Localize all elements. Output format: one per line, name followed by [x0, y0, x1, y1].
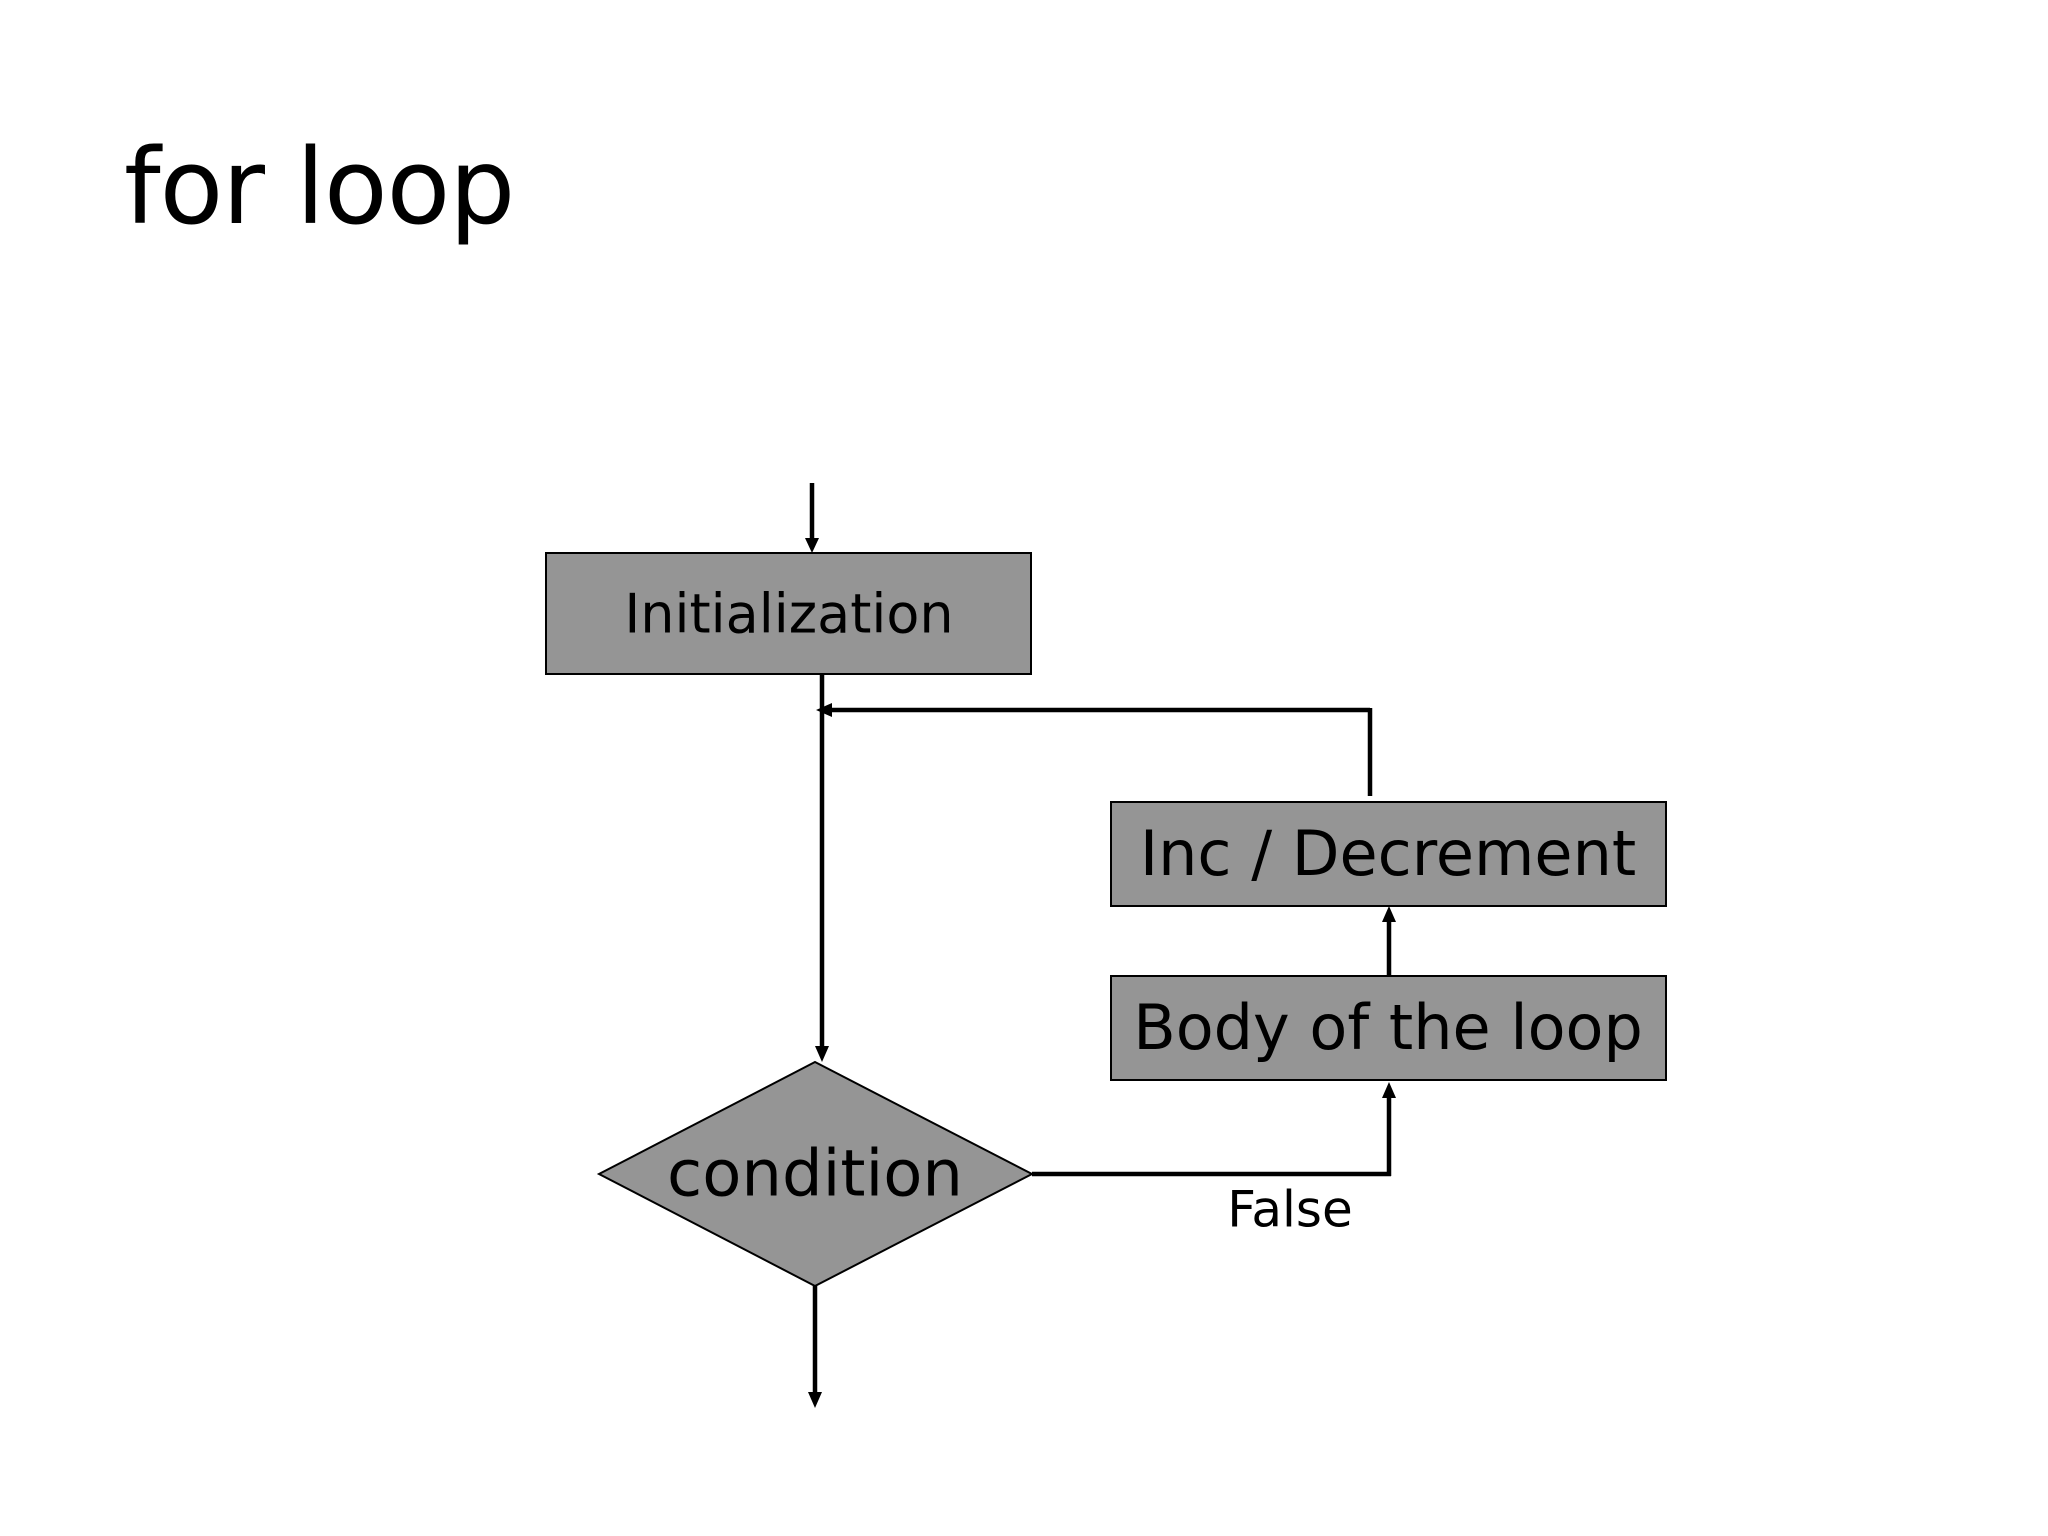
increment-node: Inc / Decrement — [1110, 801, 1667, 907]
condition-node: condition — [596, 1060, 1035, 1288]
increment-label: Inc / Decrement — [1140, 817, 1636, 890]
false-branch-label: False — [1227, 1181, 1353, 1239]
loop-back-arrow — [816, 703, 1373, 796]
slide-title: for loop — [124, 126, 515, 248]
condition-to-body-arrow — [1032, 1082, 1396, 1177]
body-to-increment-arrow — [1382, 906, 1396, 976]
init-to-condition-arrow — [815, 674, 829, 1062]
initialization-label: Initialization — [624, 583, 953, 646]
loop-body-node: Body of the loop — [1110, 975, 1667, 1081]
loop-body-label: Body of the loop — [1133, 991, 1643, 1064]
initialization-node: Initialization — [545, 552, 1032, 675]
entry-arrow — [805, 483, 819, 553]
condition-label: condition — [667, 1138, 963, 1212]
exit-arrow — [808, 1286, 822, 1408]
